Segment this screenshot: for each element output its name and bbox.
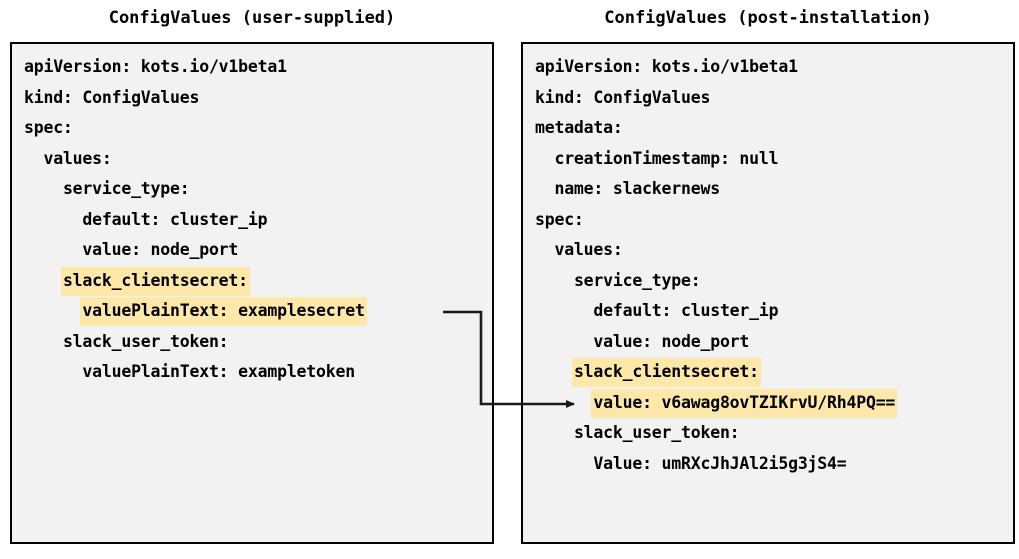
- code-line-text: name: slackernews: [554, 179, 720, 198]
- code-line: name: slackernews: [533, 174, 1013, 205]
- code-indent: [22, 210, 80, 229]
- code-line-text: values:: [554, 240, 623, 259]
- code-line: spec:: [22, 113, 492, 144]
- code-indent: [533, 332, 591, 351]
- code-line-text: value: node_port: [593, 331, 750, 351]
- code-line: service_type:: [533, 266, 1013, 297]
- code-line: value: v6awag8ovTZIKrvU/Rh4PQ==: [533, 388, 1013, 419]
- code-line: slack_user_token:: [22, 327, 492, 358]
- code-line: value: node_port: [533, 327, 1013, 358]
- code-line: slack_clientsecret:: [533, 357, 1013, 388]
- code-indent: [533, 179, 552, 198]
- code-line: kind: ConfigValues: [533, 83, 1013, 114]
- code-line: apiVersion: kots.io/v1beta1: [533, 52, 1013, 83]
- code-line-text: values:: [43, 148, 112, 168]
- code-line-text: service_type:: [573, 270, 701, 290]
- code-line-text: slack_clientsecret:: [60, 266, 250, 296]
- right-panel-title: ConfigValues (post-installation): [604, 8, 932, 28]
- code-indent: [533, 362, 572, 381]
- code-line-text: default: cluster_ip: [593, 301, 779, 320]
- code-line: creationTimestamp: null: [533, 144, 1013, 175]
- code-indent: [22, 179, 61, 198]
- right-configvalues-panel: apiVersion: kots.io/v1beta1 kind: ConfigV…: [521, 42, 1015, 544]
- code-line: valuePlainText: examplesecret: [22, 296, 492, 327]
- code-line: default: cluster_ip: [22, 205, 492, 236]
- left-panel-title: ConfigValues (user-supplied): [108, 8, 396, 28]
- code-line-text: kind: ConfigValues: [24, 87, 200, 107]
- code-line: kind: ConfigValues: [22, 83, 492, 114]
- code-indent: [22, 301, 80, 320]
- code-indent: [533, 454, 591, 473]
- code-line: slack_clientsecret:: [22, 266, 492, 297]
- code-indent: [533, 149, 552, 168]
- code-line-text: apiVersion: kots.io/v1beta1: [535, 57, 798, 76]
- code-line-text: metadata:: [535, 118, 623, 137]
- left-yaml-code-block: apiVersion: kots.io/v1beta1 kind: ConfigV…: [22, 52, 492, 388]
- code-line: value: node_port: [22, 235, 492, 266]
- code-line-text: spec:: [24, 118, 73, 137]
- code-line: service_type:: [22, 174, 492, 205]
- code-line: apiVersion: kots.io/v1beta1: [22, 52, 492, 83]
- code-indent: [533, 240, 552, 259]
- code-indent: [22, 149, 41, 168]
- code-line: values:: [22, 144, 492, 175]
- code-indent: [22, 362, 80, 381]
- code-line-text: service_type:: [62, 179, 190, 198]
- code-indent: [533, 301, 591, 320]
- code-line-text: apiVersion: kots.io/v1beta1: [24, 57, 287, 76]
- left-configvalues-panel: apiVersion: kots.io/v1beta1 kind: ConfigV…: [10, 42, 494, 544]
- code-indent: [22, 271, 61, 290]
- code-line: default: cluster_ip: [533, 296, 1013, 327]
- code-indent: [533, 423, 572, 442]
- code-indent: [22, 240, 80, 259]
- code-line-text: slack_user_token:: [62, 331, 229, 351]
- code-line-text: kind: ConfigValues: [535, 87, 711, 107]
- code-line-text: slack_clientsecret:: [571, 358, 761, 387]
- code-line: slack_user_token:: [533, 418, 1013, 449]
- code-line-text: value: node_port: [82, 240, 239, 259]
- code-line-text: spec:: [535, 209, 584, 229]
- code-line-text: creationTimestamp: null: [554, 148, 779, 168]
- code-line: values:: [533, 235, 1013, 266]
- code-line-text: valuePlainText: exampletoken: [82, 362, 355, 381]
- right-yaml-code-block: apiVersion: kots.io/v1beta1 kind: ConfigV…: [533, 52, 1013, 479]
- code-line-text: valuePlainText: examplesecret: [80, 297, 367, 326]
- code-line: valuePlainText: exampletoken: [22, 357, 492, 388]
- code-line: metadata:: [533, 113, 1013, 144]
- code-line: spec:: [533, 205, 1013, 236]
- code-indent: [533, 271, 572, 290]
- code-line-text: value: v6awag8ovTZIKrvU/Rh4PQ==: [591, 388, 898, 418]
- code-line-text: slack_user_token:: [573, 423, 740, 442]
- code-line: Value: umRXcJhJAl2i5g3jS4=: [533, 449, 1013, 480]
- code-indent: [533, 393, 591, 412]
- code-line-text: Value: umRXcJhJAl2i5g3jS4=: [593, 453, 847, 473]
- code-line-text: default: cluster_ip: [82, 209, 268, 229]
- code-indent: [22, 332, 61, 351]
